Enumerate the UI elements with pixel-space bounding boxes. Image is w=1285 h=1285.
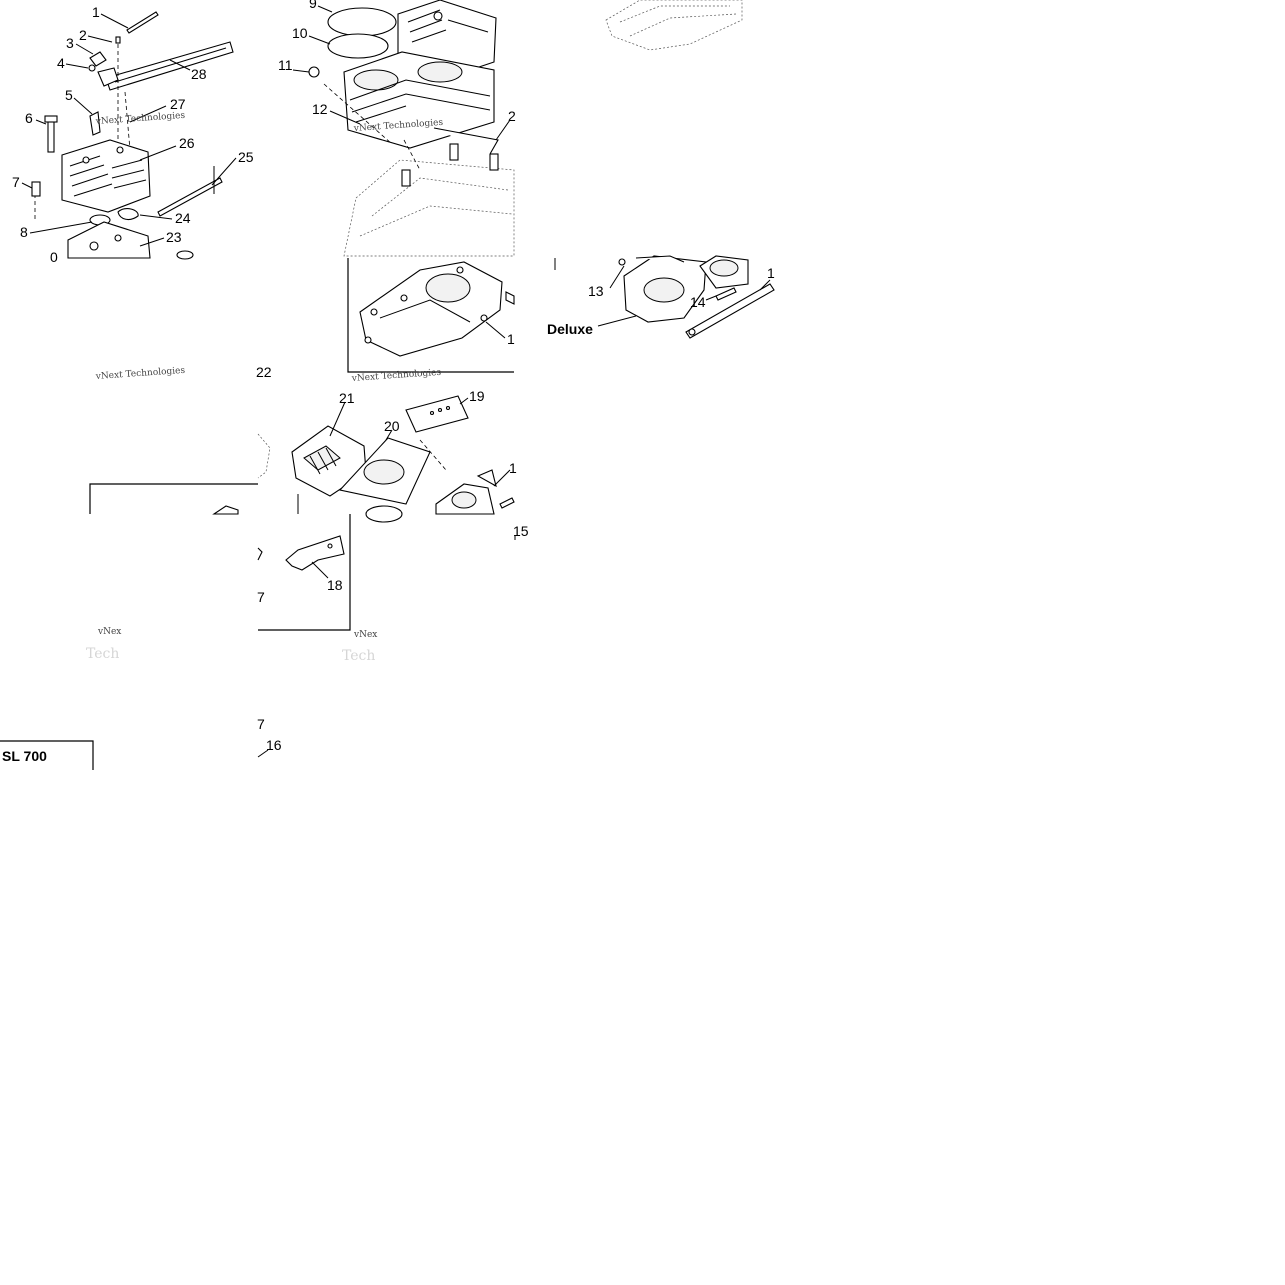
bracket-inset: 18 7 [89, 483, 351, 631]
callout-26: 26 [179, 135, 195, 151]
callout-6: 6 [25, 110, 33, 126]
watermark-ghost-2: Tech [342, 648, 375, 664]
model-label: SL 700 [2, 748, 47, 764]
callout-3: 3 [66, 35, 74, 51]
callout-4: 4 [57, 55, 65, 71]
callout-8: 8 [20, 224, 28, 240]
part-4-shape [88, 64, 96, 72]
partial-1-inset: 1 [507, 331, 515, 347]
part-19-shape [405, 395, 469, 433]
part-5-shape [89, 111, 101, 136]
callout-27: 27 [170, 96, 186, 112]
watermark-5: vNex [97, 627, 121, 637]
part-14-shape [715, 287, 737, 301]
part-10-shape [327, 33, 389, 59]
part-23-shape [67, 221, 151, 259]
callout-28: 28 [191, 66, 207, 82]
callout-12: 12 [312, 101, 328, 117]
part-3-shape [89, 51, 107, 67]
callout-5: 5 [65, 87, 73, 103]
deluxe-label: Deluxe [547, 321, 593, 337]
callout-19: 19 [469, 388, 485, 404]
part-9-shape [327, 7, 397, 37]
part-6-shape [47, 119, 55, 153]
partial-1-intake: 1 [509, 460, 517, 476]
callout-14: 14 [690, 294, 706, 310]
part-26-shape [61, 139, 151, 213]
callout-24: 24 [175, 210, 191, 226]
intake-group: 22 21 20 19 1 15 [256, 364, 529, 540]
callout-10: 10 [292, 25, 308, 41]
faded-crankcase-fragment [605, 0, 743, 51]
partial-7-inset: 7 [257, 589, 265, 605]
watermark-ghost-1: Tech [86, 646, 119, 662]
partial-1-deluxe: 1 [767, 265, 775, 281]
callout-2: 2 [79, 27, 87, 43]
callout-13: 13 [588, 283, 604, 299]
exhaust-inset: 1 [347, 258, 515, 373]
part-28-shape [105, 41, 234, 91]
partial-15: 15 [513, 523, 529, 539]
callout-9: 9 [309, 0, 317, 11]
deluxe-group: 13 14 1 Deluxe [547, 255, 775, 339]
part-1-shape [126, 11, 159, 34]
callout-23: 23 [166, 229, 182, 245]
part-24-shape [117, 208, 139, 221]
partial-2: 2 [508, 108, 516, 124]
callout-7: 7 [12, 174, 20, 190]
callouts-top-left: 1 2 3 4 5 6 7 8 0 28 27 26 25 24 23 [12, 4, 254, 265]
partial-7-lower: 7 [257, 716, 265, 732]
callout-18: 18 [327, 577, 343, 593]
callout-21: 21 [339, 390, 355, 406]
callout-20: 20 [384, 418, 400, 434]
partial-0: 0 [50, 249, 58, 265]
part-2-shape [115, 36, 121, 44]
cylinder-head-group [21, 11, 237, 260]
callout-11: 11 [278, 57, 293, 73]
part-11-shape [308, 66, 320, 78]
part-7-shape [31, 181, 41, 197]
callouts-top-middle: 9 10 11 12 2 [278, 0, 516, 124]
cylinder-group [292, 0, 515, 257]
model-tag: SL 700 [0, 740, 94, 770]
callout-1: 1 [92, 4, 100, 20]
part-25-shape [157, 177, 223, 217]
partial-22: 22 [256, 364, 272, 380]
lower-fragment: 7 16 [257, 716, 282, 758]
partial-16: 16 [266, 737, 282, 753]
watermark-6: vNex [353, 630, 377, 640]
callout-25: 25 [238, 149, 254, 165]
